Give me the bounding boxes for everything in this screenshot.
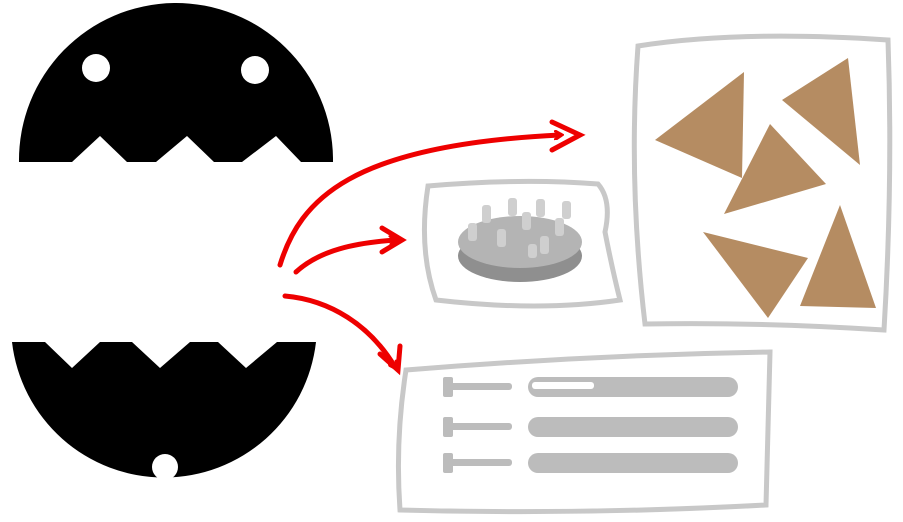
upper-jaw-shape bbox=[19, 3, 333, 162]
list-panel bbox=[398, 352, 770, 512]
lower-jaw bbox=[12, 342, 316, 480]
upper-jaw-left-eye bbox=[82, 54, 110, 82]
disc-panel bbox=[424, 181, 620, 306]
upper-jaw bbox=[19, 3, 333, 162]
upper-jaw-right-eye bbox=[241, 56, 269, 84]
arrow-to-disc bbox=[296, 240, 395, 272]
triangles-panel bbox=[634, 36, 889, 330]
lower-jaw-eye bbox=[152, 454, 178, 480]
